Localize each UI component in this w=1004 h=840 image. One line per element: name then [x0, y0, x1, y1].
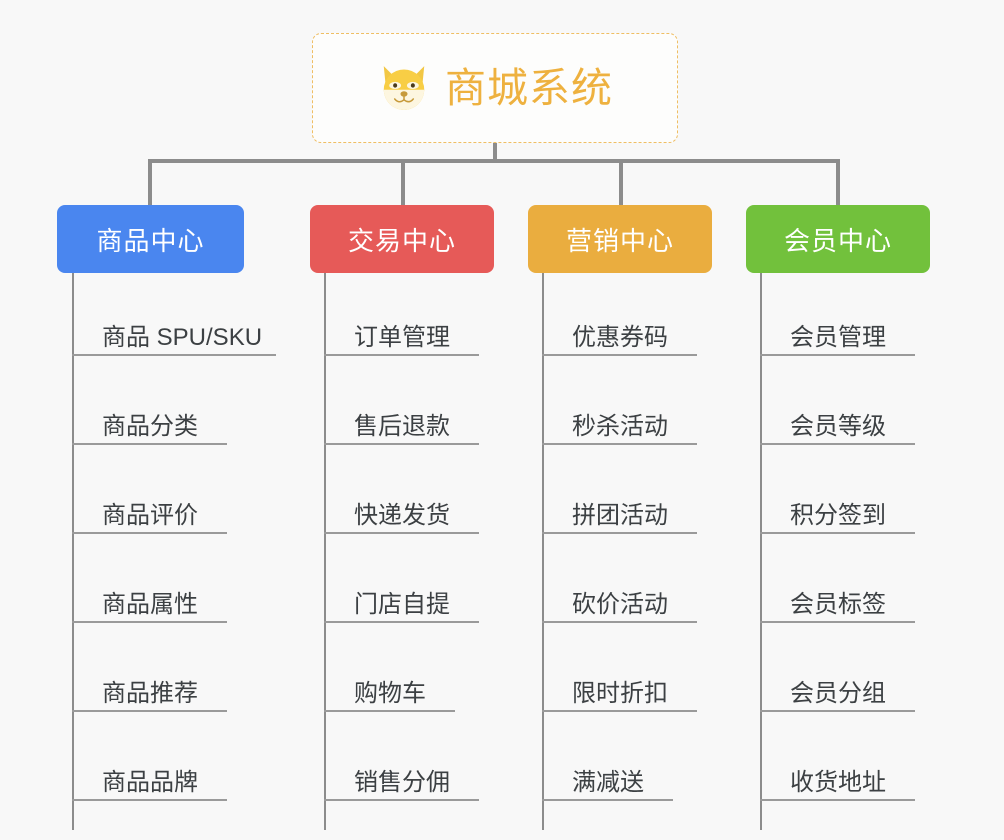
leaf-rule: [760, 532, 915, 534]
leaf-rule: [324, 710, 455, 712]
leaf-label: 积分签到: [790, 502, 886, 529]
leaf-label: 会员分组: [790, 680, 886, 707]
leaf-rule: [324, 354, 479, 356]
root-title: 商城系统: [445, 64, 613, 111]
leaf-rule: [72, 799, 227, 801]
column-spine: [72, 285, 74, 830]
category-box-2[interactable]: 营销中心: [528, 205, 712, 273]
connector-drop-1: [148, 159, 152, 207]
leaf-label: 商品推荐: [102, 680, 198, 707]
connector-drop-4: [836, 159, 840, 207]
leaf-rule: [542, 443, 697, 445]
leaf-label: 限时折扣: [572, 680, 668, 707]
column-spine: [760, 285, 762, 830]
leaf-label: 商品 SPU/SKU: [102, 324, 263, 351]
leaf-rule: [72, 710, 227, 712]
leaf-label: 商品分类: [102, 413, 198, 440]
leaf-rule: [760, 443, 915, 445]
leaf-label: 会员管理: [790, 324, 886, 351]
category-label: 商品中心: [96, 225, 205, 256]
connector-stem-2: [324, 273, 326, 287]
connector-drop-3: [619, 159, 623, 207]
leaf-rule: [760, 354, 915, 356]
category-box-1[interactable]: 交易中心: [310, 205, 494, 273]
category-label: 交易中心: [347, 225, 456, 256]
leaf-label: 快递发货: [354, 502, 450, 529]
leaf-label: 售后退款: [354, 413, 450, 440]
connector-root-stem: [493, 143, 497, 162]
connector-stem-4: [760, 273, 762, 287]
leaf-label: 收货地址: [790, 769, 886, 796]
connector-stem-1: [72, 273, 74, 287]
connector-stem-3: [542, 273, 544, 287]
leaf-label: 购物车: [354, 680, 426, 707]
connector-bus: [148, 159, 840, 163]
leaf-rule: [72, 532, 227, 534]
leaf-label: 订单管理: [354, 324, 450, 351]
leaf-rule: [542, 532, 697, 534]
leaf-label: 秒杀活动: [572, 413, 668, 440]
leaf-label: 会员标签: [790, 591, 886, 618]
leaf-label: 优惠券码: [572, 324, 668, 351]
leaf-label: 满减送: [572, 769, 644, 796]
leaf-label: 商品评价: [102, 502, 198, 529]
leaf-rule: [72, 621, 227, 623]
shiba-dog-face-icon: [383, 66, 425, 110]
leaf-rule: [324, 799, 479, 801]
leaf-rule: [324, 621, 479, 623]
leaf-label: 商品品牌: [102, 769, 198, 796]
category-box-3[interactable]: 会员中心: [746, 205, 930, 273]
leaf-rule: [324, 443, 479, 445]
root-node[interactable]: 商城系统: [312, 33, 678, 143]
category-box-0[interactable]: 商品中心: [57, 205, 244, 273]
category-label: 营销中心: [565, 225, 674, 256]
leaf-label: 砍价活动: [572, 591, 668, 618]
column-spine: [542, 285, 544, 830]
leaf-rule: [542, 710, 697, 712]
leaf-rule: [542, 621, 697, 623]
leaf-rule: [542, 799, 673, 801]
leaf-rule: [542, 354, 697, 356]
leaf-label: 销售分佣: [354, 769, 450, 796]
leaf-rule: [72, 443, 227, 445]
leaf-rule: [760, 799, 915, 801]
category-label: 会员中心: [783, 225, 892, 256]
column-spine: [324, 285, 326, 830]
leaf-rule: [72, 354, 276, 356]
leaf-label: 门店自提: [354, 591, 450, 618]
leaf-label: 拼团活动: [572, 502, 668, 529]
leaf-rule: [324, 532, 479, 534]
leaf-label: 会员等级: [790, 413, 886, 440]
connector-drop-2: [401, 159, 405, 207]
leaf-label: 商品属性: [102, 591, 198, 618]
leaf-rule: [760, 710, 915, 712]
leaf-rule: [760, 621, 915, 623]
